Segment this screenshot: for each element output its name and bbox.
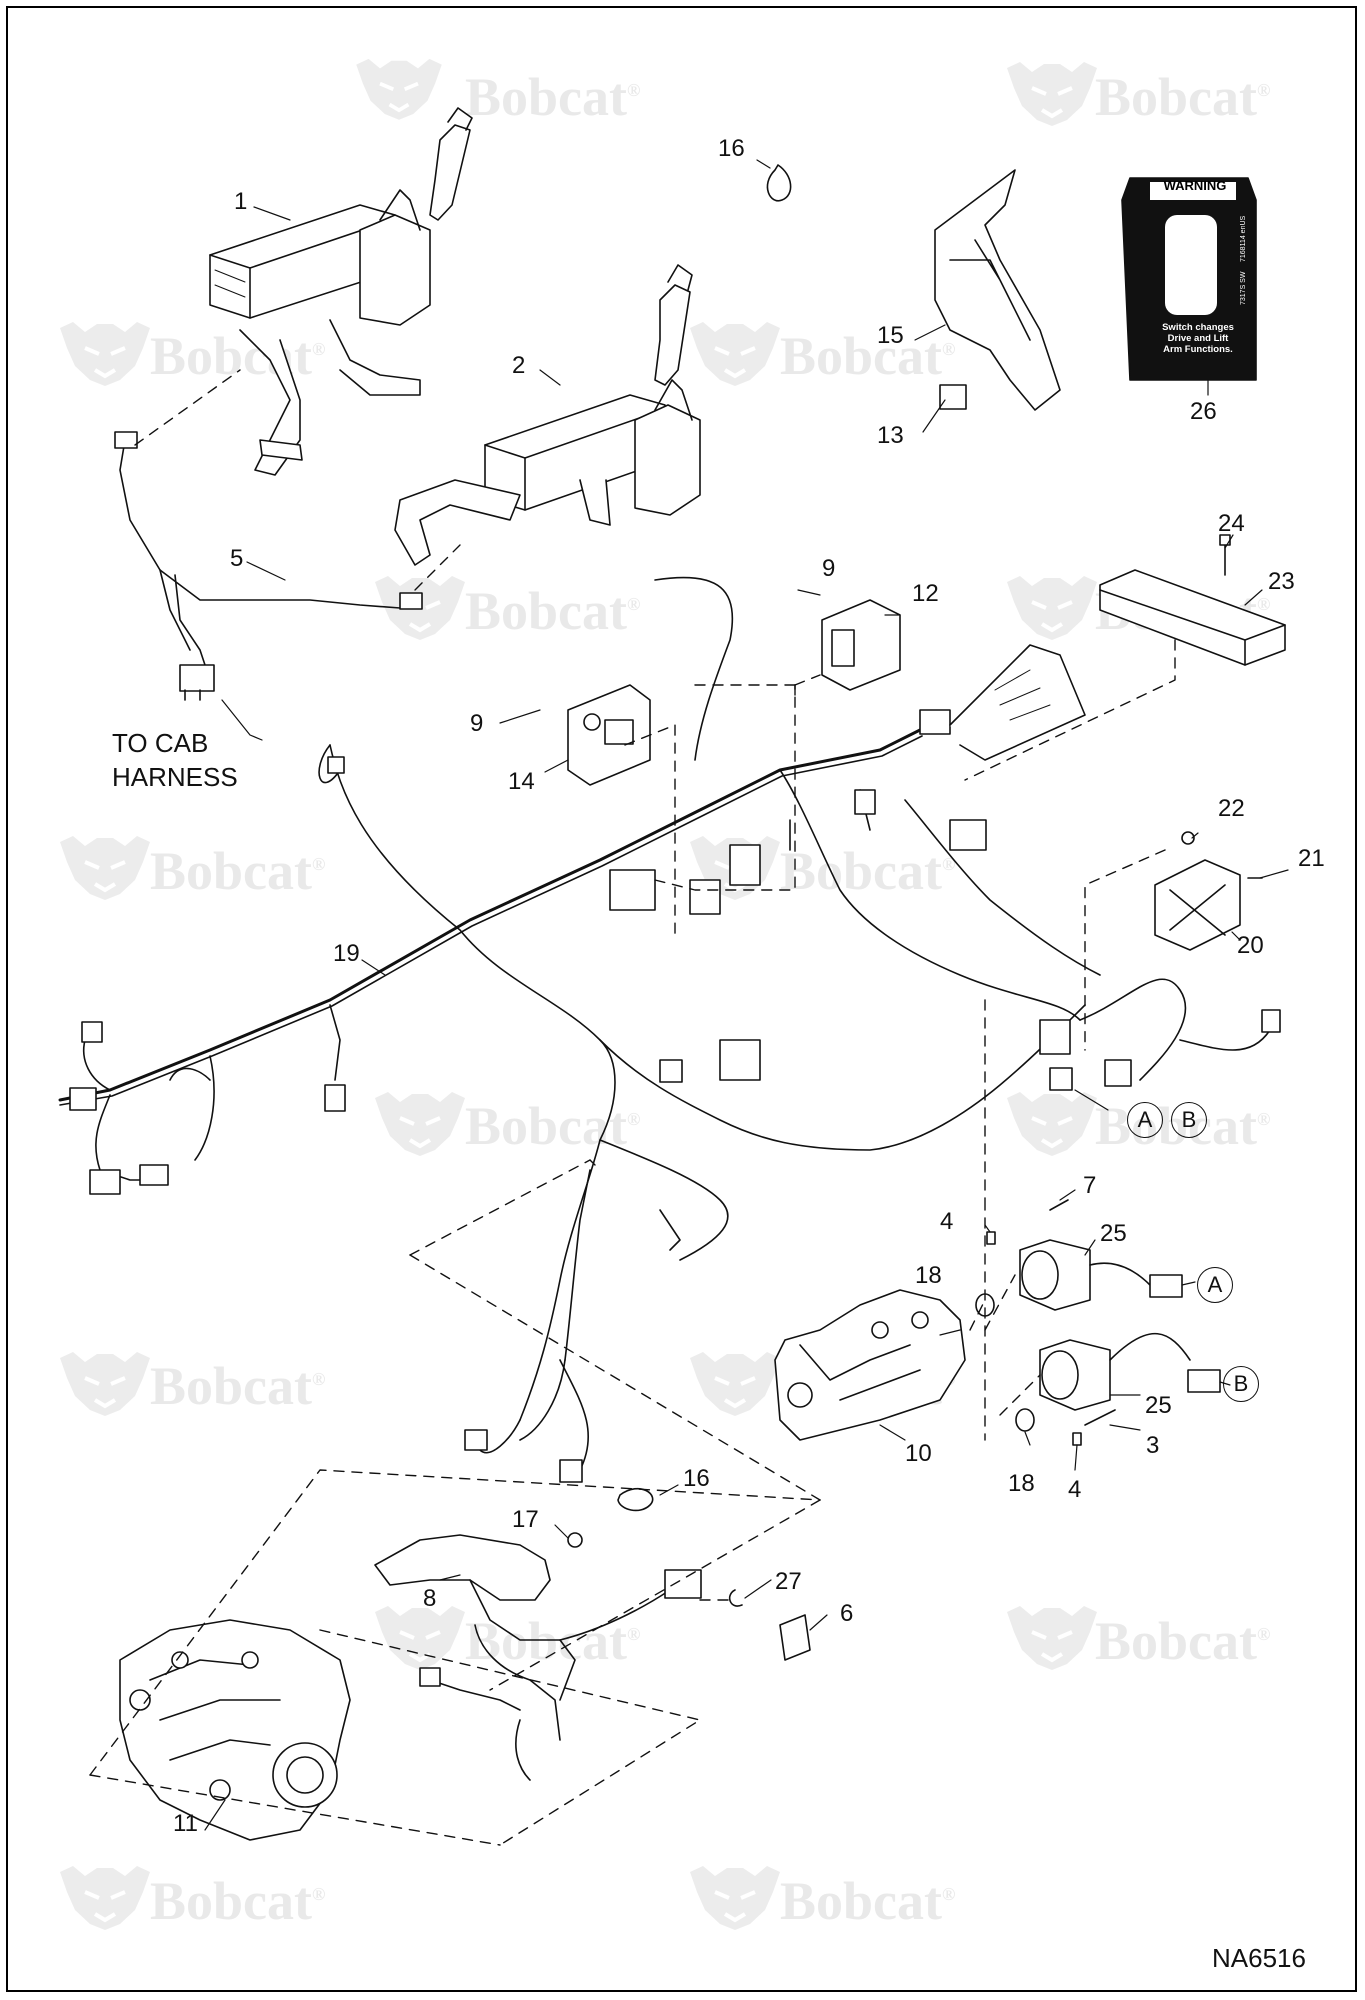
- clip: [728, 1589, 743, 1607]
- switch-component: [939, 384, 967, 410]
- mounting-plate: [1169, 884, 1226, 936]
- callout-8: 8: [423, 1585, 437, 1612]
- callout-25: 25: [1100, 1220, 1127, 1247]
- connector-label-a: A: [1197, 1267, 1233, 1303]
- bracket: [779, 1614, 811, 1661]
- harness-bracket: [374, 1534, 702, 1781]
- decal-warning-text: WARNING: [1163, 178, 1227, 193]
- callout-16: 16: [683, 1465, 710, 1492]
- callout-5: 5: [230, 545, 244, 572]
- cab-harness-note-line1: TO CAB: [112, 728, 209, 758]
- left-joystick-assembly: [209, 107, 473, 476]
- bolt: [1219, 534, 1231, 576]
- pin: [1072, 1432, 1082, 1446]
- callout-3: 3: [1146, 1432, 1160, 1459]
- hydrostatic-pump: [119, 1619, 351, 1841]
- screw: [1084, 1409, 1116, 1426]
- callout-leaders: [204, 159, 1289, 1831]
- screw: [1049, 1199, 1069, 1211]
- o-ring: [1015, 1408, 1035, 1432]
- control-module-12: [821, 599, 901, 691]
- connector-label-a: A: [1127, 1102, 1163, 1138]
- main-wire-harness: [58, 576, 1281, 1483]
- callout-2: 2: [512, 352, 526, 379]
- watermark-text: Bobcat®: [780, 841, 956, 901]
- solenoid-a: [1019, 1239, 1183, 1311]
- watermark-text: Bobcat®: [780, 326, 956, 386]
- watermark-text: Bobcat®: [150, 841, 326, 901]
- right-joystick-assembly: [394, 264, 701, 566]
- callout-21: 21: [1298, 845, 1325, 872]
- cab-harness-note-line2: HARNESS: [112, 762, 238, 792]
- callout-25: 25: [1145, 1392, 1172, 1419]
- controller-cover: [1099, 569, 1286, 666]
- callout-17: 17: [512, 1506, 539, 1533]
- decal-instruction-text: Switch changes Drive and Lift Arm Functi…: [1162, 322, 1234, 355]
- watermark-text: Bobcat®: [150, 1871, 326, 1931]
- callout-14: 14: [508, 768, 535, 795]
- connector-label-b: B: [1223, 1366, 1259, 1402]
- watermark-text: Bobcat®: [465, 67, 641, 127]
- console-bracket: [934, 169, 1061, 411]
- callout-4: 4: [940, 1208, 954, 1235]
- callout-20: 20: [1237, 932, 1264, 959]
- callout-16: 16: [718, 135, 745, 162]
- watermark-text: Bobcat®: [780, 1871, 956, 1931]
- callout-27: 27: [775, 1568, 802, 1595]
- pin: [986, 1231, 996, 1245]
- decal-code: 7168114 enUS: [1240, 215, 1247, 262]
- nut: [567, 1532, 583, 1548]
- callout-9: 9: [470, 710, 484, 737]
- callout-6: 6: [840, 1600, 854, 1627]
- drawing-number: NA6516: [1212, 1943, 1306, 1973]
- watermark-text: Bobcat®: [1095, 67, 1271, 127]
- joystick-jumper-harness: [114, 431, 423, 701]
- callout-18: 18: [915, 1262, 942, 1289]
- callout-18: 18: [1008, 1470, 1035, 1497]
- callout-7: 7: [1083, 1172, 1097, 1199]
- callout-19: 19: [333, 940, 360, 967]
- callout-26: 26: [1190, 398, 1217, 425]
- callout-24: 24: [1218, 510, 1245, 537]
- callout-10: 10: [905, 1440, 932, 1467]
- nut: [1181, 831, 1195, 845]
- callout-1: 1: [234, 188, 248, 215]
- cab-harness-note: TO CAB HARNESS: [112, 726, 238, 794]
- solenoid-b: [1039, 1332, 1221, 1411]
- callout-22: 22: [1218, 795, 1245, 822]
- control-module-14: [567, 684, 651, 786]
- callout-9: 9: [822, 555, 836, 582]
- watermark-text: Bobcat®: [1095, 1611, 1271, 1671]
- tie-strap: [766, 164, 792, 202]
- tie-strap: [617, 1487, 654, 1512]
- callout-15: 15: [877, 322, 904, 349]
- watermark-text: Bobcat®: [465, 581, 641, 641]
- watermark-text: Bobcat®: [150, 1356, 326, 1416]
- mounting-plate: [1154, 859, 1241, 951]
- watermark-text: Bobcat®: [465, 1096, 641, 1156]
- decal-code: 7317S SW: [1240, 271, 1247, 305]
- connector-label-b: B: [1171, 1102, 1207, 1138]
- callout-23: 23: [1268, 568, 1295, 595]
- callout-11: 11: [173, 1810, 198, 1837]
- control-valve: [774, 1289, 966, 1441]
- callout-13: 13: [877, 422, 904, 449]
- callout-12: 12: [912, 580, 939, 607]
- dashed-leader-lines: [89, 369, 1176, 1846]
- callout-4: 4: [1068, 1476, 1082, 1503]
- diagram-frame: [6, 6, 1357, 1992]
